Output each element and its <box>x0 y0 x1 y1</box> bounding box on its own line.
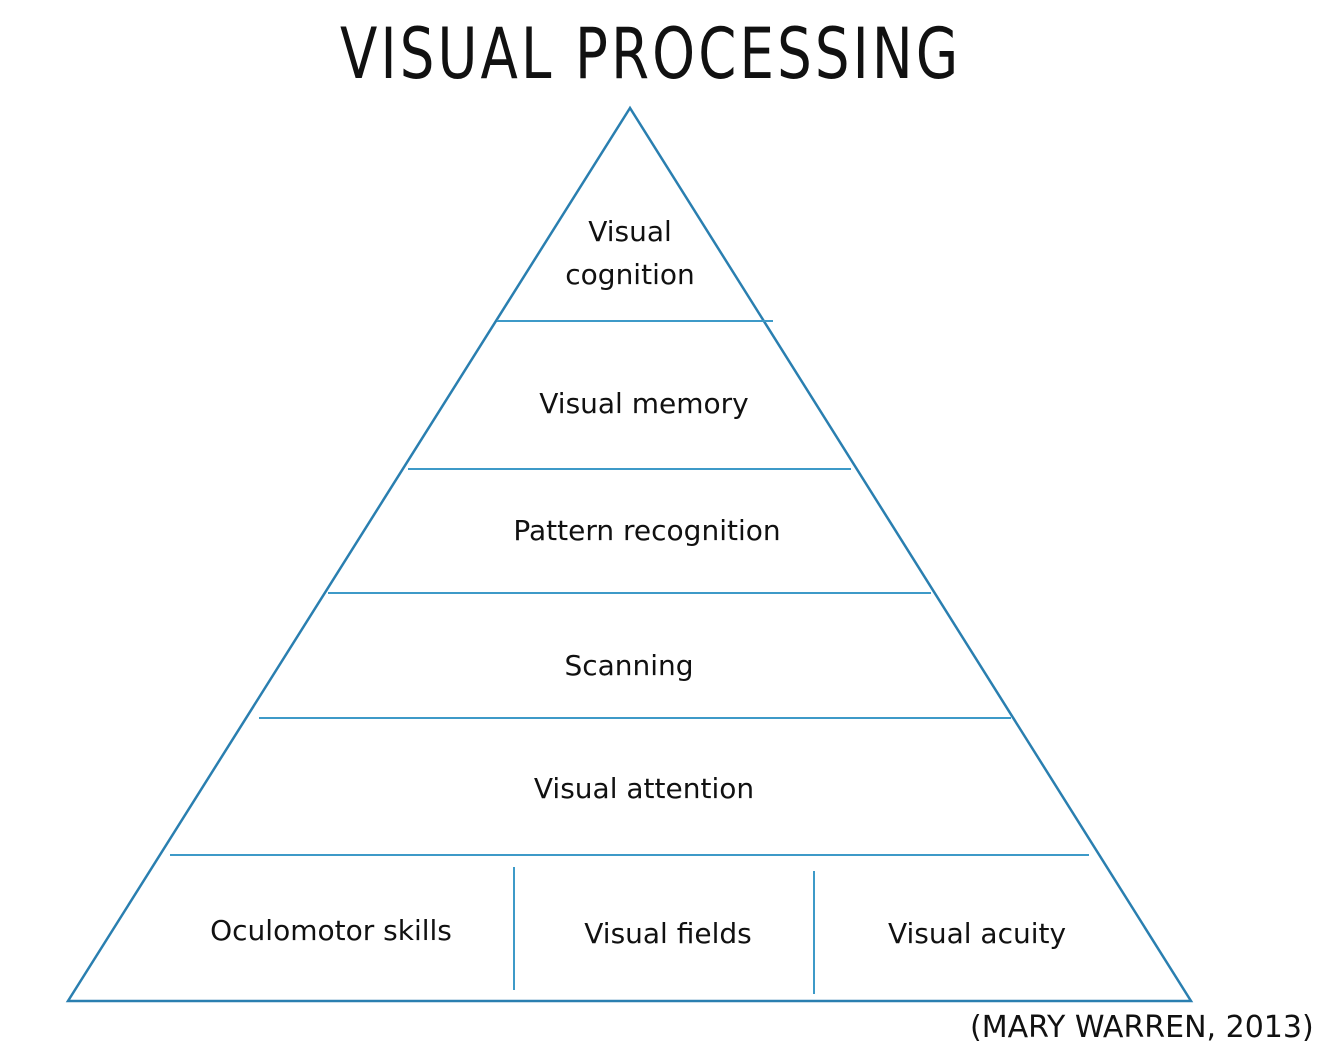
level-visual-cognition-line1: Visual <box>588 215 672 248</box>
level-scanning: Scanning <box>564 649 694 682</box>
base-visual-acuity: Visual acuity <box>887 917 1067 950</box>
base-oculomotor-skills: Oculomotor skills <box>210 914 452 947</box>
level-pattern-recognition: Pattern recognition <box>513 514 781 547</box>
pyramid-outline <box>65 105 1194 1003</box>
level-visual-memory: Visual memory <box>539 387 749 420</box>
level-visual-attention: Visual attention <box>533 772 755 805</box>
level-visual-cognition-line2: cognition <box>565 258 695 291</box>
base-visual-fields: Visual fields <box>584 917 752 950</box>
citation: (MARY WARREN, 2013) <box>970 1010 1314 1045</box>
